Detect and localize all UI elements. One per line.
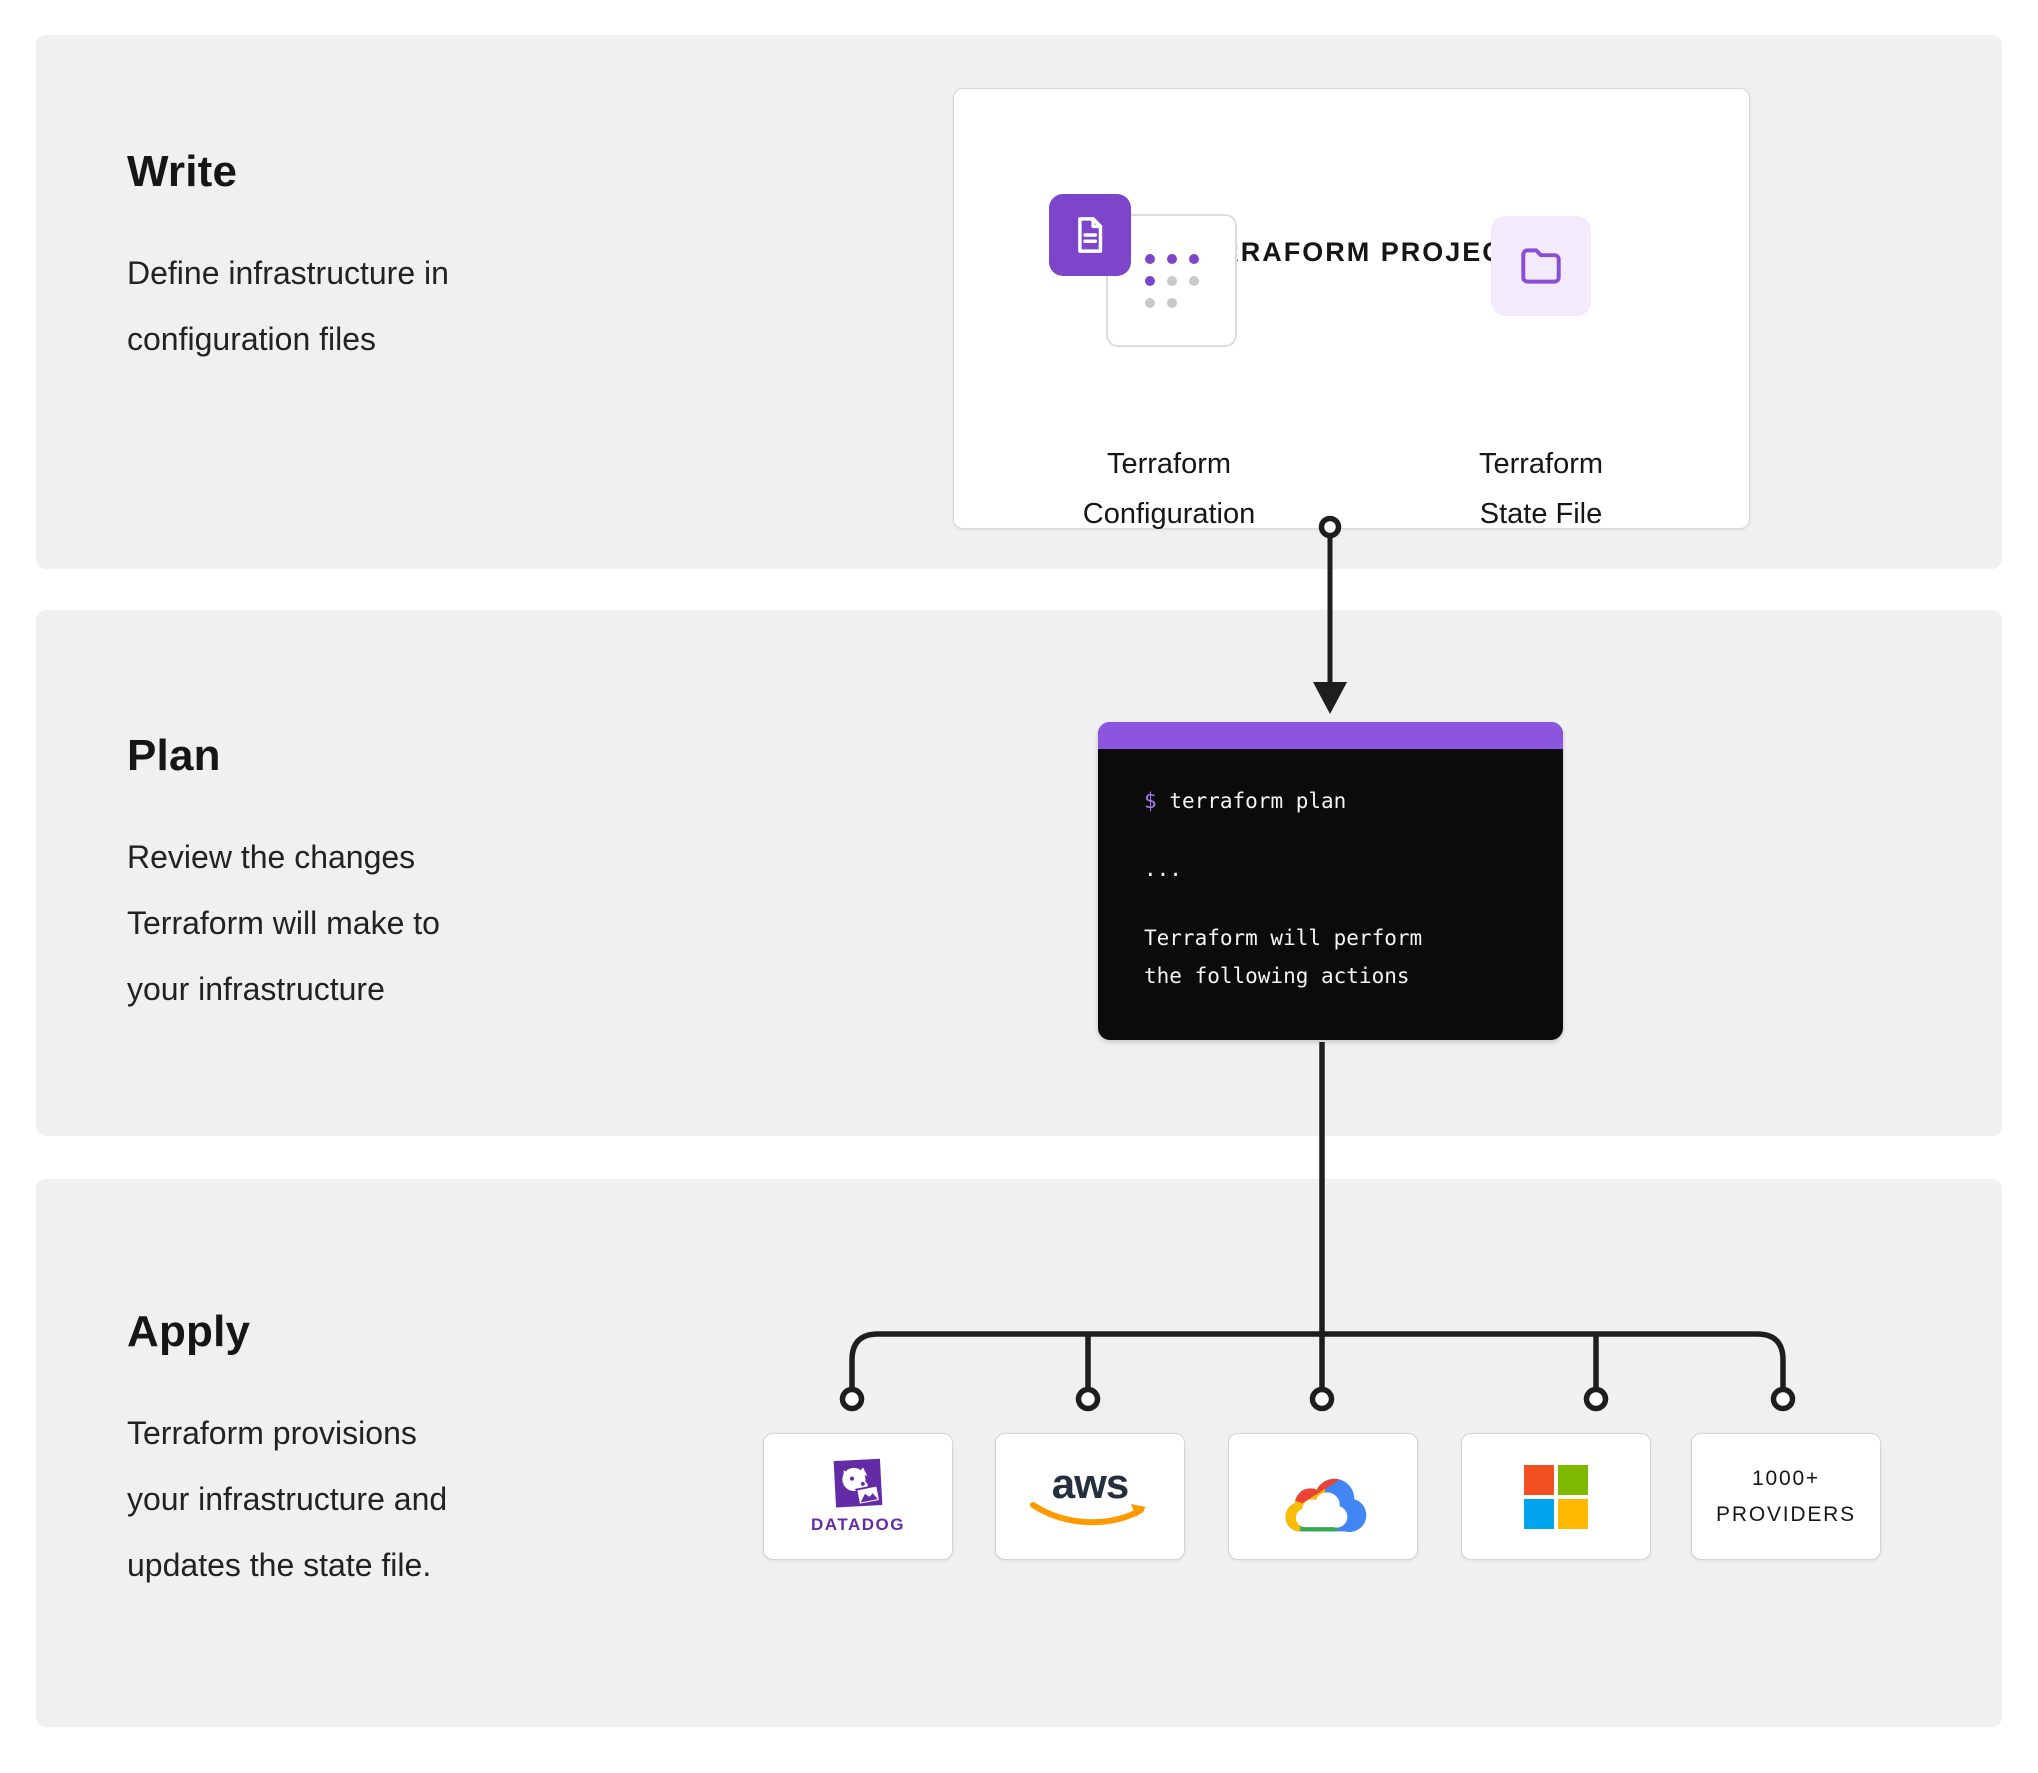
plan-description-line: Review the changes — [127, 839, 416, 875]
terminal-ellipsis: ... — [1144, 857, 1182, 881]
plan-description-line: Terraform will make to — [127, 905, 440, 941]
folder-icon — [1491, 216, 1591, 316]
terminal-output-line: Terraform will perform — [1144, 926, 1423, 950]
plan-description-line: your infrastructure — [127, 971, 385, 1007]
apply-description-line: your infrastructure and — [127, 1481, 448, 1517]
provider-card-microsoft — [1461, 1433, 1651, 1560]
provider-card-aws: aws — [995, 1433, 1185, 1560]
terminal-prompt: $ — [1144, 789, 1157, 813]
document-icon — [1049, 194, 1131, 276]
terraform-state-file-label: Terraform State File — [1478, 448, 1604, 530]
plan-title: Plan — [127, 731, 221, 780]
plan-section-text: Plan Review the changes Terraform will m… — [127, 732, 440, 1022]
apply-description-line: Terraform provisions — [127, 1415, 417, 1451]
google-cloud-logo — [1285, 1478, 1367, 1532]
plan-section-band — [36, 610, 2002, 1136]
microsoft-logo — [1524, 1464, 1588, 1529]
terraform-project-title: TERRAFORM PROJECT — [1180, 237, 1523, 267]
terraform-project-card: TERRAFORM PROJECT Terraform Configuratio… — [953, 88, 1750, 530]
apply-section-text: Apply Terraform provisions your infrastr… — [127, 1308, 447, 1598]
write-section-text: Write Define infrastructure in configura… — [127, 148, 449, 372]
terminal-titlebar — [1098, 722, 1563, 749]
apply-description-line: updates the state file. — [127, 1547, 432, 1583]
provider-card-datadog: DATADOG — [763, 1433, 953, 1560]
datadog-wordmark: DATADOG — [811, 1515, 905, 1534]
terminal-command-line: $ terraform plan — [1144, 789, 1543, 813]
terraform-configuration-label: Terraform Configuration — [1082, 448, 1256, 530]
provider-card-google-cloud — [1228, 1433, 1418, 1560]
terminal-output-line: the following actions — [1144, 964, 1410, 988]
write-description-line: configuration files — [127, 321, 377, 357]
terraform-plan-terminal: $ terraform plan ... Terraform will perf… — [1098, 722, 1563, 1040]
write-description-line: Define infrastructure in — [127, 255, 449, 291]
datadog-logo — [833, 1458, 883, 1508]
provider-card-more-providers: 1000+ PROVIDERS — [1691, 1433, 1881, 1560]
aws-logo: aws — [1051, 1459, 1129, 1507]
apply-title: Apply — [127, 1307, 251, 1356]
write-title: Write — [127, 147, 238, 196]
terminal-command: terraform plan — [1169, 789, 1347, 813]
aws-smile-icon — [1030, 1501, 1146, 1525]
more-providers-label: 1000+ PROVIDERS — [1716, 1466, 1856, 1526]
